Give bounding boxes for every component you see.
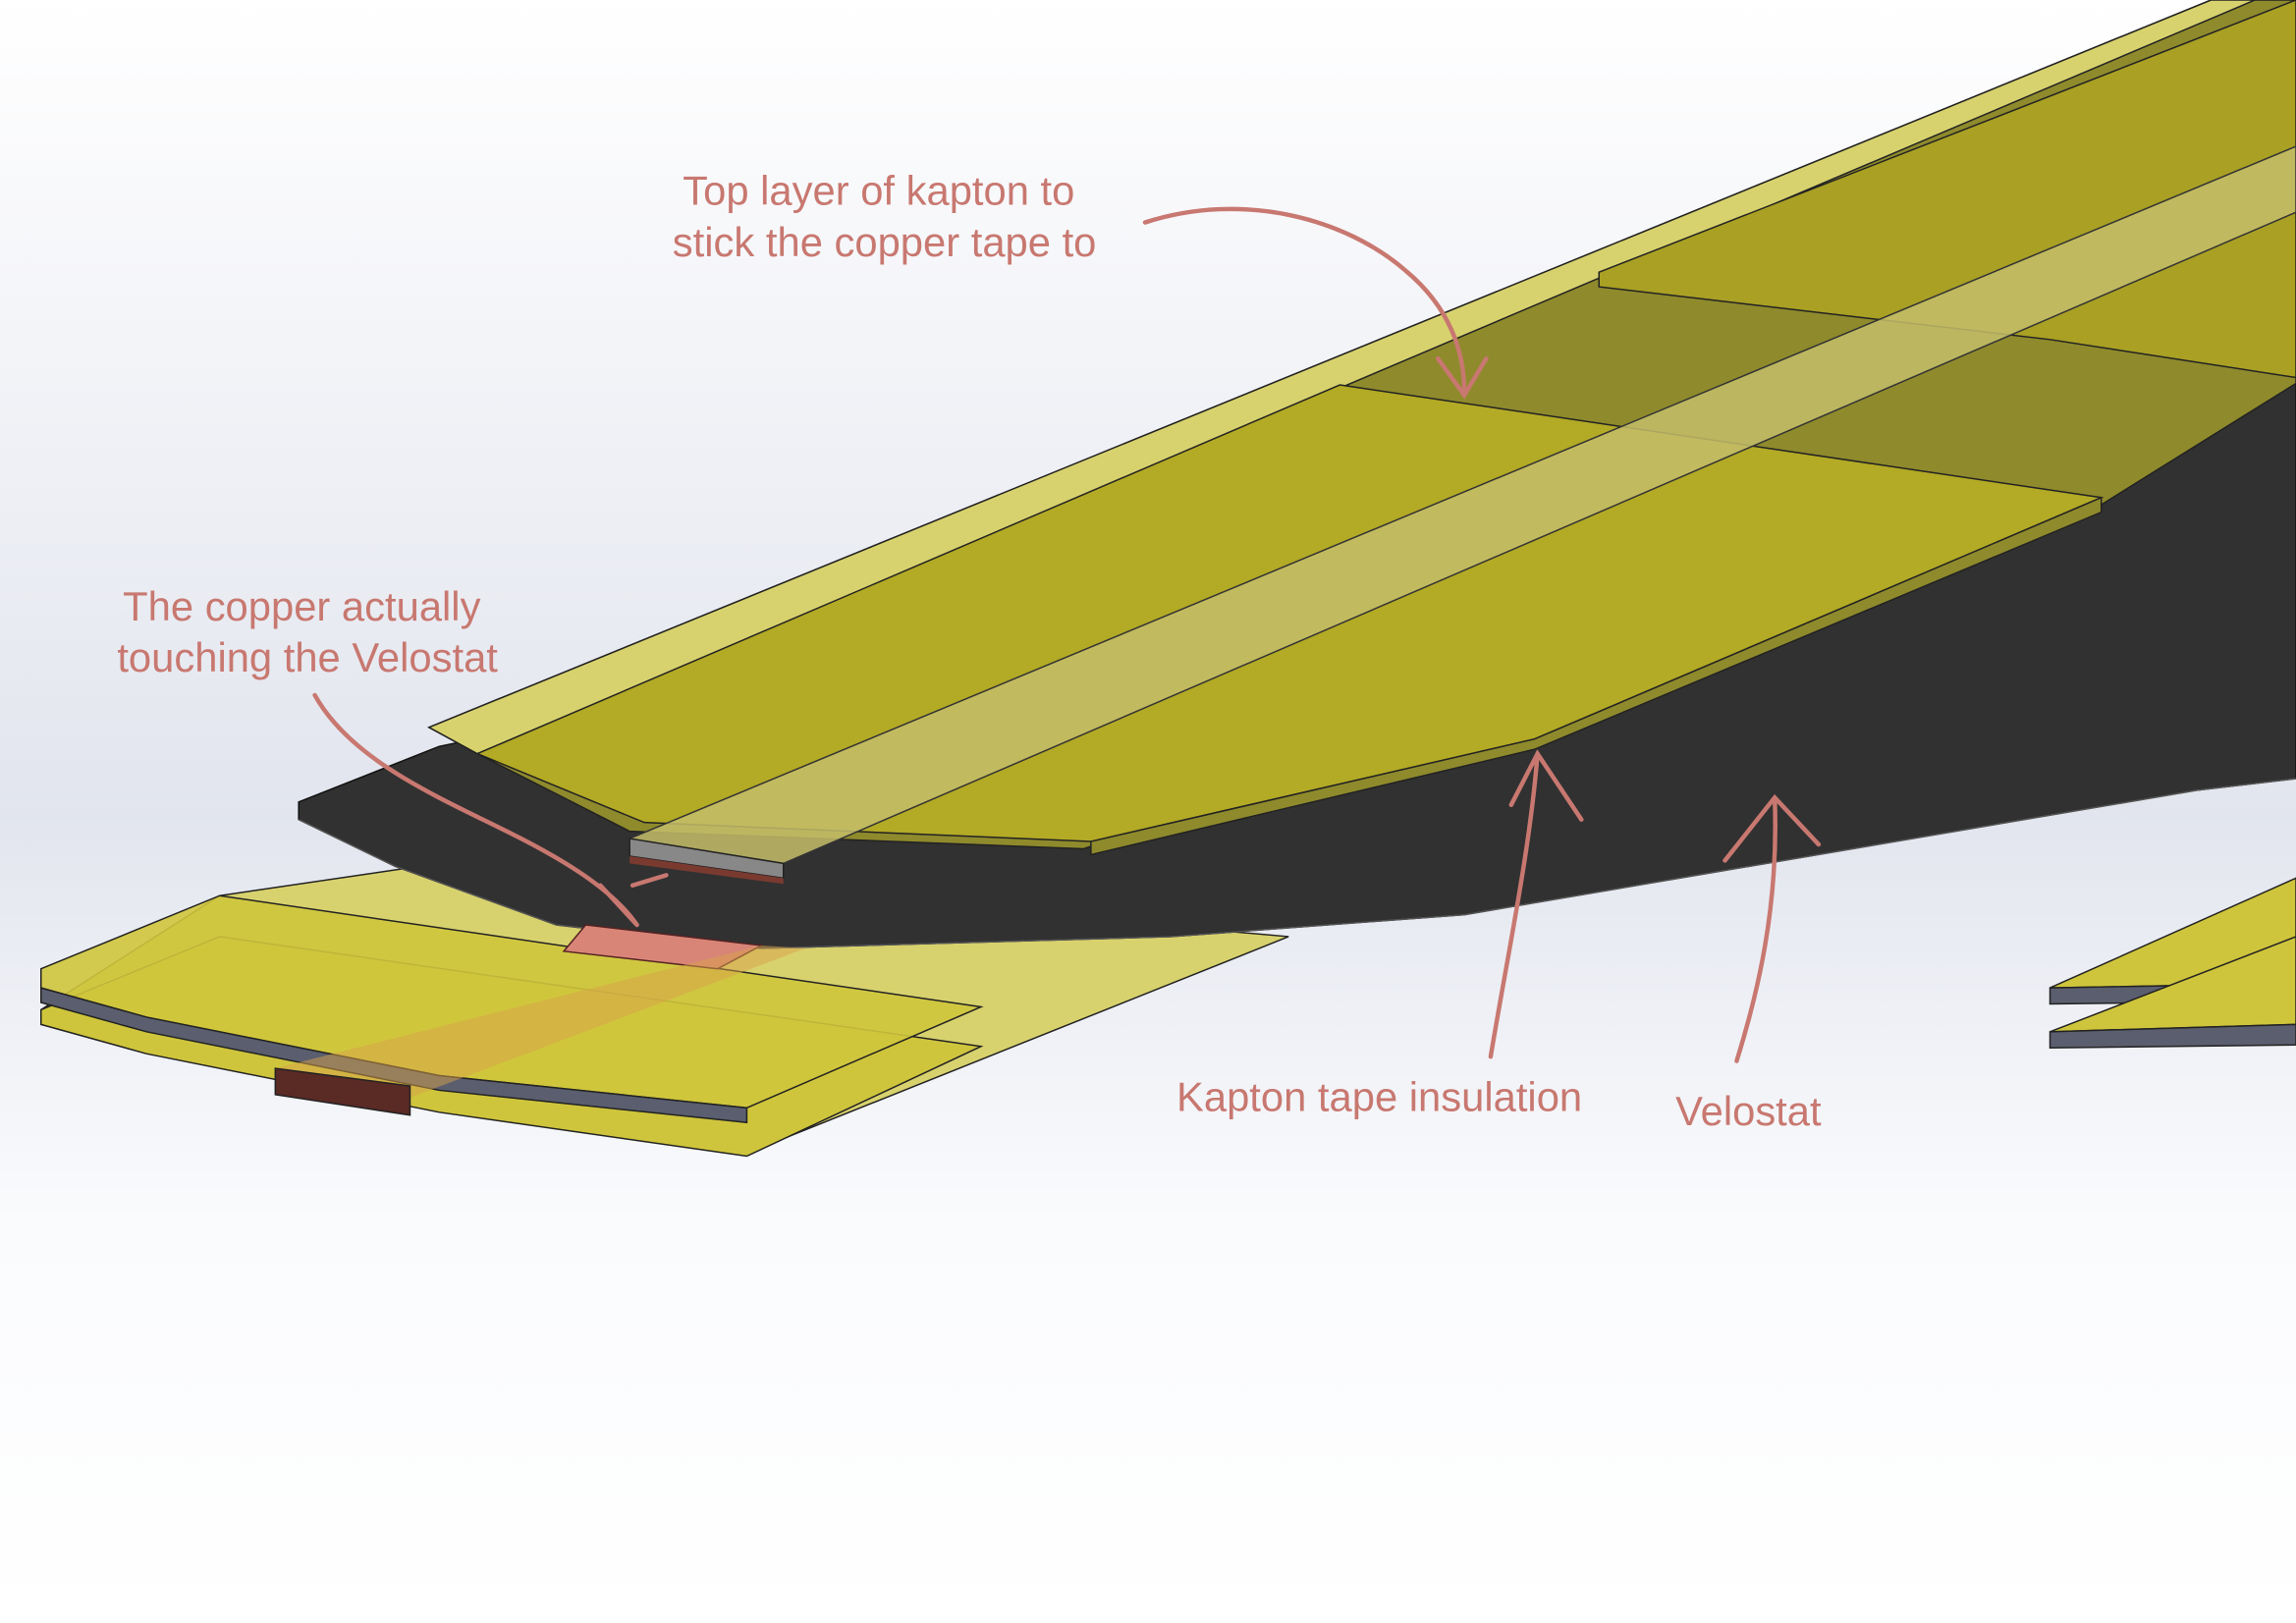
arrow-top-kapton [1142, 206, 1489, 400]
arrow-copper-contact [312, 692, 669, 928]
right-plate-bottom-edge [2049, 1023, 2296, 1049]
kapton-insulation-side [1090, 496, 2103, 856]
arrow-kapton-insulation [1488, 749, 1584, 1059]
velostat-edge [298, 778, 2296, 949]
lower-plate-edge [40, 987, 748, 1124]
top-kapton-edge [427, 0, 2256, 755]
label-velostat: Velostat [1675, 1088, 1822, 1134]
label-top-kapton: Top layer of kapton to stick the copper … [673, 168, 1097, 265]
copper-strip-lower [275, 945, 806, 1098]
label-copper-contact: The copper actually touching the Velosta… [117, 583, 498, 680]
label-kapton-insulation: Kapton tape insulation [1176, 1073, 1582, 1119]
arrow-velostat [1722, 793, 1822, 1063]
copper-lower-end [274, 1067, 411, 1116]
copper-under [629, 855, 784, 885]
